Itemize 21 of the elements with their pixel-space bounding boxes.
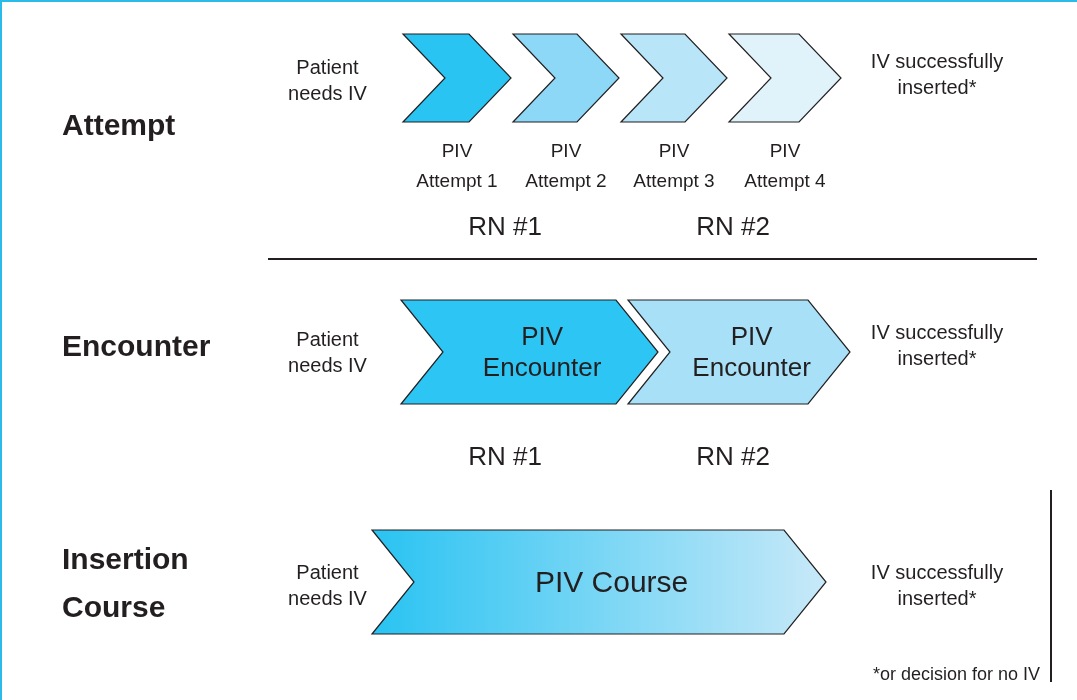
step-label: PIV Attempt 3 — [632, 139, 716, 193]
text-label: Patient needs IV — [287, 55, 368, 106]
step-label: PIV Attempt 4 — [743, 139, 827, 193]
text-label: Patient needs IV — [287, 327, 368, 378]
text-label: RN #1 — [467, 440, 543, 472]
step-label: PIV Attempt 2 — [524, 139, 608, 193]
row-heading: Encounter — [62, 328, 212, 364]
text-label: IV successfully inserted* — [869, 560, 1005, 611]
step-label: PIV Attempt 1 — [415, 139, 499, 193]
text-label: *or decision for no IV — [871, 663, 1040, 686]
row-heading: Attempt — [62, 107, 177, 143]
text-label: IV successfully inserted* — [869, 320, 1005, 371]
row-heading: Insertion Course — [62, 541, 190, 625]
text-label: RN #2 — [695, 210, 771, 242]
step-label: PIV Course — [533, 564, 690, 600]
text-label: IV successfully inserted* — [869, 49, 1005, 100]
step-label: PIV Encounter — [691, 320, 812, 384]
text-label: Patient needs IV — [287, 560, 368, 611]
text-label: RN #2 — [695, 440, 771, 472]
text-label: RN #1 — [467, 210, 543, 242]
step-label: PIV Encounter — [481, 320, 603, 384]
